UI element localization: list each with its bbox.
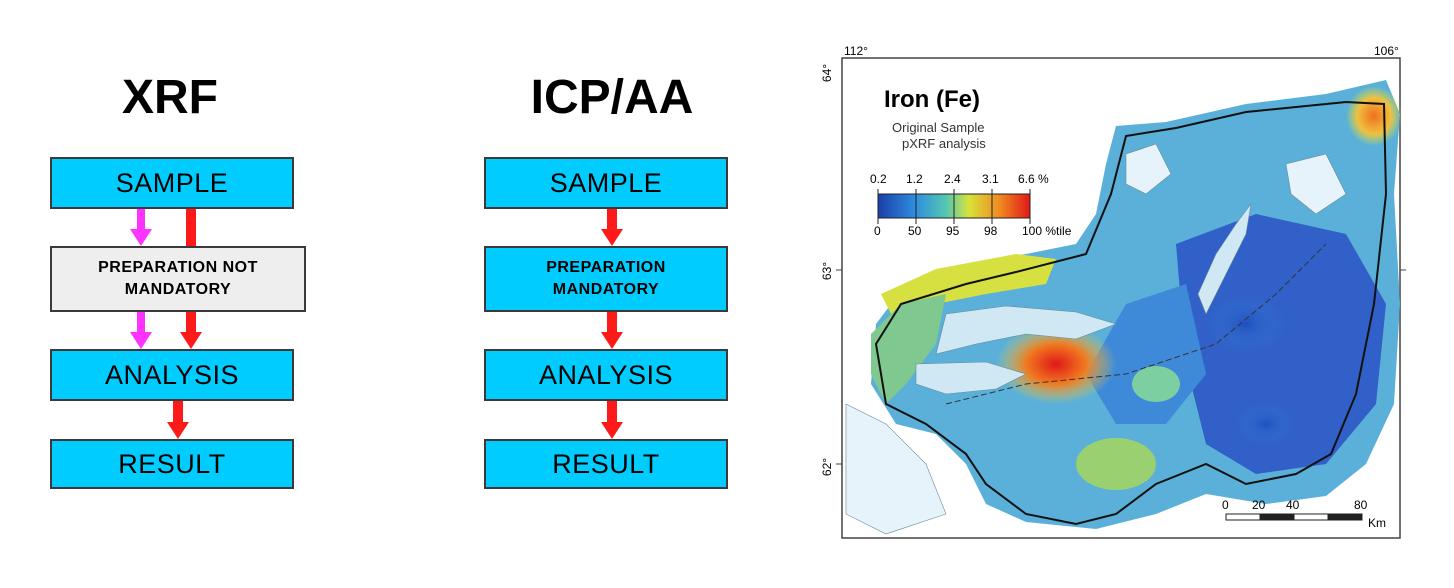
icp-preparation-box: PREPARATION MANDATORY bbox=[484, 246, 728, 312]
xrf-magenta-arrow-2 bbox=[130, 312, 152, 349]
scale-label-0: 0 bbox=[1222, 498, 1229, 512]
icp-analysis-box: ANALYSIS bbox=[484, 349, 728, 401]
map-lake-east-islands bbox=[1285, 153, 1347, 215]
xrf-result-box: RESULT bbox=[50, 439, 294, 489]
xrf-red-bar bbox=[186, 209, 196, 246]
map-lake-west-arm bbox=[935, 305, 1117, 355]
map-region-deep-blue-east bbox=[1176, 214, 1386, 474]
map-hotspot-orange bbox=[1346, 86, 1402, 146]
xrf-analysis-box: ANALYSIS bbox=[50, 349, 294, 401]
xrf-red-arrow-2 bbox=[167, 401, 189, 439]
map-lake-lower-arm bbox=[915, 361, 1027, 395]
xrf-magenta-arrow-1 bbox=[130, 209, 152, 246]
xrf-preparation-label: PREPARATION NOT MANDATORY bbox=[98, 259, 258, 298]
legend-top-1: 1.2 bbox=[906, 172, 923, 186]
lat-label-64: 64° bbox=[820, 63, 835, 83]
legend-top-4: 6.6 % bbox=[1018, 172, 1049, 186]
scale-label-20: 20 bbox=[1252, 498, 1266, 512]
map-green-patch bbox=[1132, 366, 1180, 402]
legend-bottom-3: 98 bbox=[984, 224, 998, 238]
scale-bar-seg-2 bbox=[1259, 513, 1295, 521]
icp-red-arrow-2 bbox=[601, 312, 623, 349]
xrf-preparation-box: PREPARATION NOT MANDATORY bbox=[50, 246, 306, 312]
legend-bottom-1: 50 bbox=[908, 224, 922, 238]
icp-red-arrow-1 bbox=[601, 209, 623, 246]
lon-label-east: 106° bbox=[1374, 44, 1399, 58]
lon-label-west: 112° bbox=[844, 44, 868, 58]
icp-preparation-label: PREPARATION MANDATORY bbox=[546, 259, 666, 298]
scale-label-km: Km bbox=[1368, 516, 1386, 530]
legend-top-3: 3.1 bbox=[982, 172, 999, 186]
icp-sample-box: SAMPLE bbox=[484, 157, 728, 209]
scale-bar-seg-1 bbox=[1225, 513, 1261, 521]
map-subtitle-1: Original Sample bbox=[892, 120, 985, 135]
map-lake-south-west bbox=[845, 403, 947, 535]
xrf-sample-box: SAMPLE bbox=[50, 157, 294, 209]
scale-label-80: 80 bbox=[1354, 498, 1368, 512]
legend-bottom-4: 100 %tile bbox=[1022, 224, 1072, 238]
scale-label-40: 40 bbox=[1286, 498, 1300, 512]
map-lake-north-islands bbox=[1125, 143, 1172, 195]
map-green-south bbox=[1076, 438, 1156, 490]
legend-bottom-2: 95 bbox=[946, 224, 960, 238]
map-boundary-line bbox=[874, 100, 1388, 526]
map-lake-long-arm bbox=[1197, 203, 1252, 315]
map-subtitle-2: pXRF analysis bbox=[902, 136, 986, 151]
xrf-red-arrow-1 bbox=[180, 312, 202, 349]
map-title: Iron (Fe) bbox=[884, 86, 980, 113]
icp-title: ICP/AA bbox=[530, 71, 694, 124]
legend-bottom-0: 0 bbox=[874, 224, 881, 238]
scale-bar-seg-3 bbox=[1293, 513, 1329, 521]
icp-result-box: RESULT bbox=[484, 439, 728, 489]
map-blue-patch-2 bbox=[1206, 294, 1286, 354]
xrf-title: XRF bbox=[122, 71, 218, 124]
scale-bar-seg-4 bbox=[1327, 513, 1363, 521]
map-inner-boundary bbox=[945, 243, 1327, 405]
iron-concentration-map: Iron (Fe) Original Sample pXRF analysis … bbox=[820, 44, 1438, 544]
legend-top-0: 0.2 bbox=[870, 172, 887, 186]
lat-label-62: 62° bbox=[820, 457, 835, 477]
legend-top-2: 2.4 bbox=[944, 172, 961, 186]
icp-red-arrow-3 bbox=[601, 401, 623, 439]
lat-label-63: 63° bbox=[820, 261, 835, 281]
map-blue-patch bbox=[1236, 402, 1296, 446]
map-graphic bbox=[836, 57, 1406, 539]
